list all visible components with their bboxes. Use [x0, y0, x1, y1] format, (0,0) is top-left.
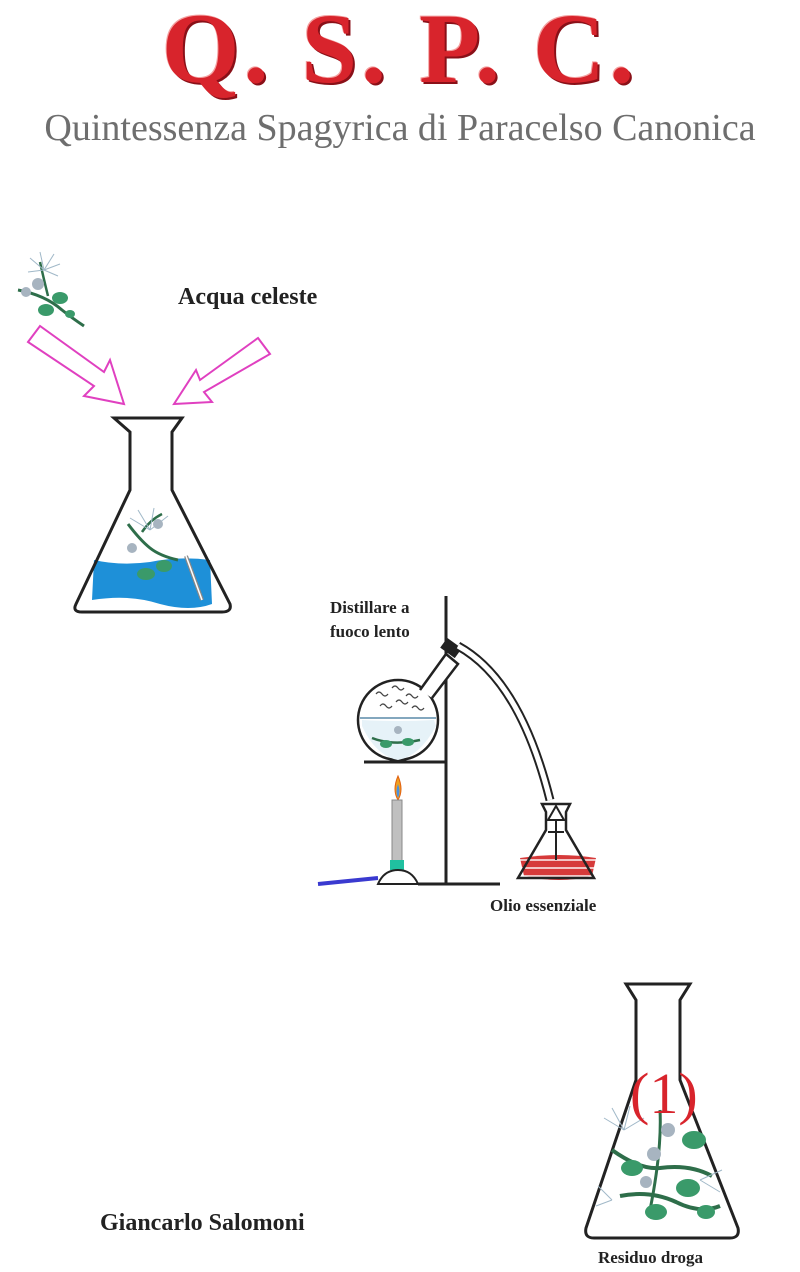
page-title: Q. S. P. C. [161, 0, 639, 104]
flask-maceration [73, 416, 232, 614]
arrow-down-right-icon [26, 324, 126, 406]
label-residuo-droga: Residuo droga [598, 1248, 704, 1267]
author-name: Giancarlo Salomoni [100, 1210, 305, 1236]
label-olio-essenziale: Olio essenziale [490, 896, 597, 915]
herb-sprig-icon [17, 251, 85, 328]
label-distillare: Distillare a fuoco lento [330, 596, 410, 644]
step-number: (1) [630, 1061, 698, 1126]
distillation-apparatus [317, 596, 597, 886]
label-acqua-celeste: Acqua celeste [178, 284, 318, 310]
label-distillare-line1: Distillare a [330, 598, 410, 617]
label-distillare-line2: fuoco lento [330, 622, 410, 641]
arrow-down-left-icon [172, 336, 272, 406]
flask-residue [584, 982, 740, 1240]
page-subtitle: Quintessenza Spagyrica di Paracelso Cano… [44, 107, 756, 149]
